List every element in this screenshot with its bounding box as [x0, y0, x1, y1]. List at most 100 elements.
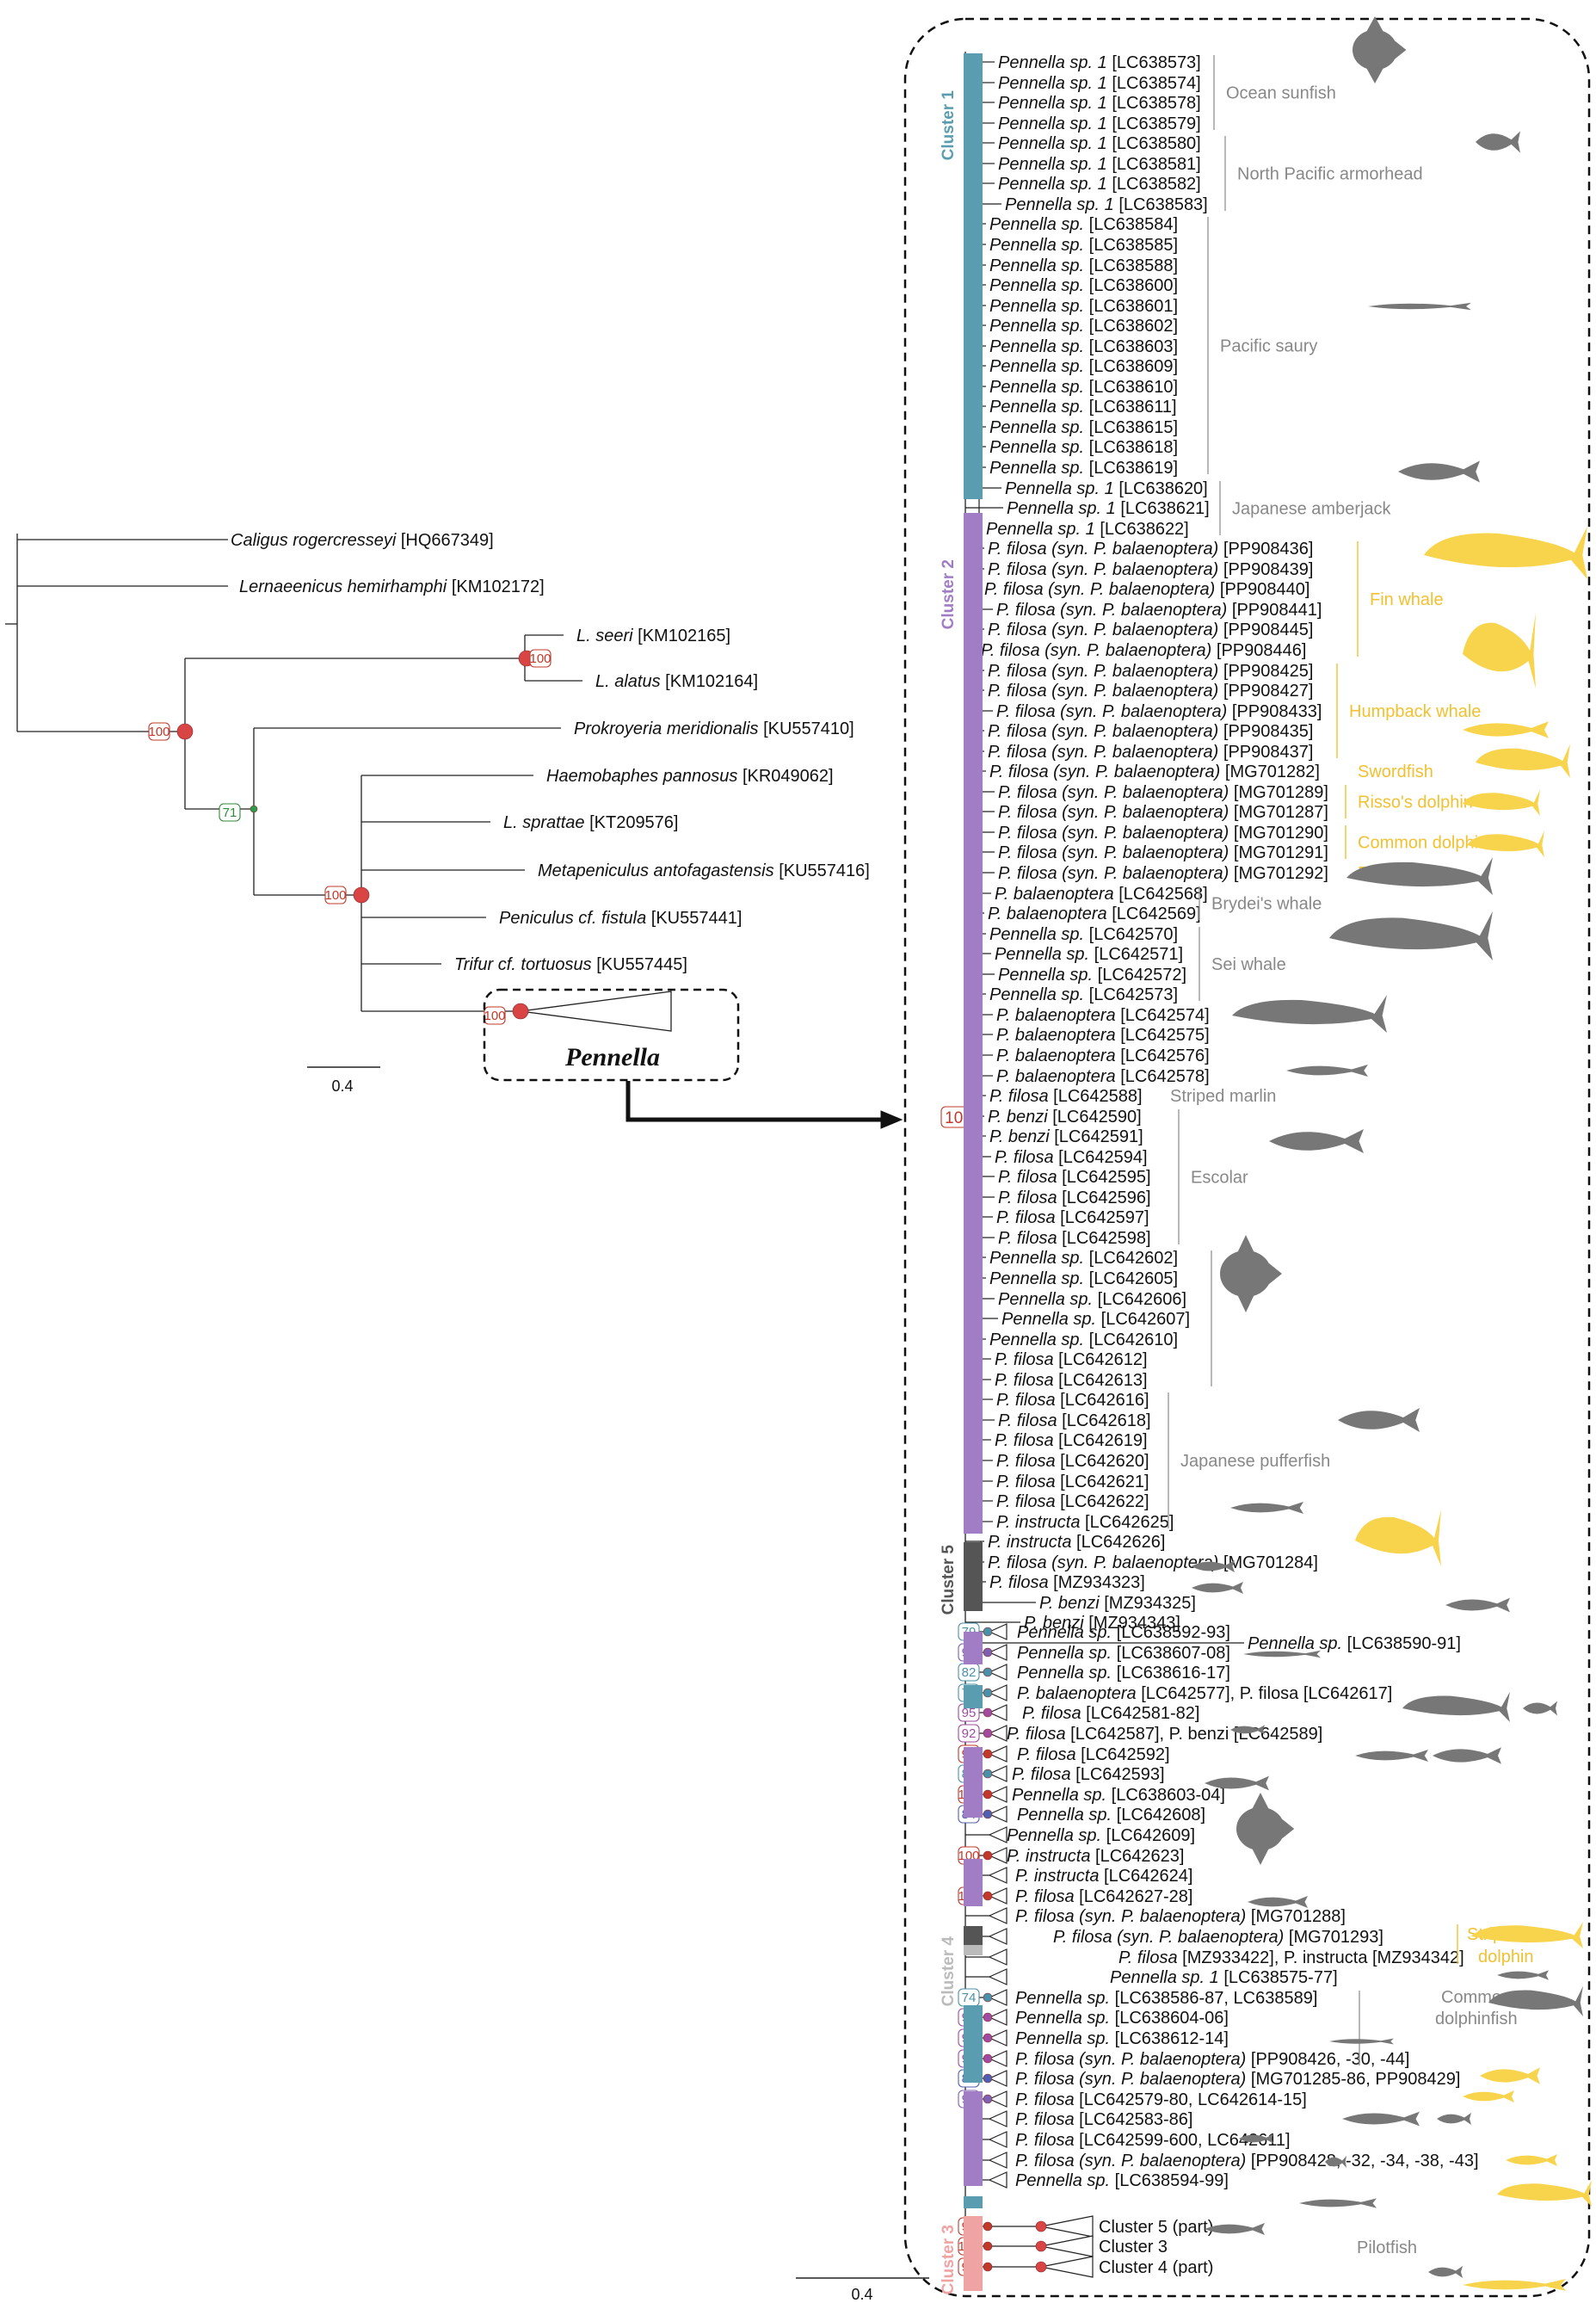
cluster-mini-bar: [964, 1747, 983, 1818]
node-dot: [983, 1789, 993, 1800]
tip-haemobaphes: Haemobaphes pannosus [KR049062]: [546, 767, 834, 786]
tip-species: P. filosa (syn. P. balaenoptera): [996, 601, 1227, 620]
tip-accession: [LC638616-17]: [1112, 1664, 1230, 1682]
tip-label: Pennella sp. [LC642602]: [989, 1249, 1178, 1268]
tip-label: Pennella sp. 1 [LC638581]: [998, 155, 1201, 174]
whale-silhouette: [1497, 2180, 1592, 2207]
tip-label: P. filosa [LC642579-80, LC642614-15]: [1015, 2090, 1307, 2109]
amberjack-silhouette: [1398, 460, 1480, 483]
tip-label: Pennella sp. [LC638610]: [989, 378, 1178, 397]
bootstrap-pennella: 100: [484, 1009, 505, 1023]
tip-accession: [PP908439]: [1218, 560, 1313, 579]
tip-accession: [KM102165]: [638, 627, 730, 645]
cluster-mini-bar: [964, 1632, 983, 1664]
tip-trifur: Trifur cf. tortuosus [KU557445]: [454, 955, 687, 974]
right-dashed-box: [903, 17, 1591, 2298]
tip-accession: [LC642573]: [1084, 985, 1178, 1004]
collapsed-cluster-label: Cluster 4 (part): [1099, 2258, 1213, 2277]
tip-species: Pennella sp.: [1015, 2029, 1110, 2048]
tip-species: Pennella sp.: [989, 378, 1084, 397]
tip-species: Pennella sp.: [1017, 1664, 1112, 1682]
collapsed-subclade: [988, 1745, 1008, 1763]
tip-label: P. filosa [MZ933422], P. instructa [MZ93…: [1118, 1948, 1464, 1967]
marlin-silhouette: [1355, 1750, 1428, 1762]
tip-species: P. instructa: [996, 1513, 1080, 1532]
tip-species: P. filosa (syn. P. balaenoptera): [998, 864, 1229, 883]
tip-label: Pennella sp. [LC638604-06]: [1015, 2009, 1229, 2028]
tip-accession: [LC642588]: [1049, 1087, 1143, 1106]
scale-label: 0.4: [851, 2286, 872, 2303]
tip-label: P. balaenoptera [LC642575]: [996, 1026, 1210, 1045]
bootstrap-subclade: 95: [962, 1706, 977, 1720]
tip-species: Pennella sp. 1: [998, 114, 1107, 133]
tip-accession: Cluster 3: [1099, 2238, 1168, 2257]
tip-species: Pennella sp.: [995, 945, 1089, 964]
tip-accession: [LC638600]: [1084, 276, 1178, 295]
tip-species: Pennella sp.: [1001, 1310, 1096, 1329]
tip-species: P. filosa: [996, 1208, 1056, 1227]
tip-label: Pennella sp. 1 [LC638580]: [998, 134, 1201, 153]
tip-species: Pennella sp.: [989, 459, 1084, 478]
tip-accession: [LC642618]: [1057, 1411, 1151, 1430]
tip-accession: [LC638621]: [1116, 499, 1210, 518]
tip-accession: [LC642625]: [1080, 1513, 1174, 1532]
tip-accession: [LC642623]: [1090, 1847, 1184, 1866]
node-dot: [1035, 2240, 1047, 2252]
tip-species: P. filosa (syn. P. balaenoptera): [998, 783, 1229, 802]
tip-species: P. filosa (syn. P. balaenoptera): [998, 843, 1229, 862]
tip-label: Pennella sp. [LC638601]: [989, 297, 1178, 316]
bootstrap-71: 71: [223, 806, 237, 820]
tip-species: P. filosa (syn. P. balaenoptera): [988, 722, 1218, 741]
node-dot: [983, 2094, 993, 2104]
pennella-dashed-box: [483, 988, 740, 1082]
tip-species: Pennella sp.: [989, 256, 1084, 275]
tip-species: P. filosa: [995, 1350, 1054, 1369]
tip-accession: [LC642594]: [1054, 1148, 1148, 1167]
tip-accession: [LC642608]: [1112, 1806, 1205, 1824]
whale-silhouette: [1471, 1922, 1583, 1948]
host-label: Humpback whale: [1349, 702, 1481, 721]
node-dot: [983, 1627, 993, 1637]
tip-accession: [LC642598]: [1057, 1229, 1151, 1248]
tip-species: Pennella sp.: [1012, 1786, 1106, 1805]
tip-species: Pennella sp. 1: [998, 175, 1107, 194]
sunfish-tail: [1282, 1818, 1295, 1839]
tip-accession: [LC638573]: [1107, 53, 1201, 72]
collapsed-subclade: [988, 1989, 1008, 2006]
tip-species: P. filosa (syn. P. balaenoptera): [998, 824, 1229, 843]
tip-species: P. instructa: [988, 1533, 1071, 1552]
node-dot: [983, 2012, 993, 2022]
fish-silhouette: [1192, 1560, 1235, 1572]
tip-accession: [LC638612-14]: [1110, 2029, 1229, 2048]
escolar-silhouette: [1433, 1747, 1501, 1764]
tip-caligus: Caligus rogercresseyi [HQ667349]: [231, 531, 494, 550]
tip-species: Pennella sp.: [998, 1290, 1093, 1309]
tip-accession: [LC642612]: [1054, 1350, 1148, 1369]
tip-label: P. filosa [LC642587], P. benzi [LC642589…: [1007, 1725, 1322, 1744]
tip-species: Metapeniculus antofagastensis: [538, 861, 774, 880]
tip-accession: [LC638594-99]: [1110, 2171, 1229, 2190]
bootstrap-lernaeocera: 100: [529, 651, 551, 666]
tip-label: Pennella sp. [LC638600]: [989, 276, 1178, 295]
tip-species: Pennella sp.: [989, 337, 1084, 356]
tip-label: Pennella sp. [LC638590-91]: [1248, 1634, 1461, 1653]
collapsed-cluster-triangle: [1040, 2235, 1094, 2257]
cluster-label: Cluster 4: [940, 1936, 958, 2007]
collapsed-cluster-label: Cluster 5 (part): [1099, 2218, 1213, 2237]
tip-species: P. benzi: [1039, 1594, 1100, 1613]
sunfish-fin: [1252, 1848, 1269, 1865]
tip-species: Caligus rogercresseyi: [231, 531, 397, 550]
tip-accession: [LC642627-28]: [1075, 1887, 1193, 1906]
pennella-label: Pennella: [564, 1043, 660, 1071]
fish-silhouette: [1230, 1725, 1265, 1735]
tip-accession: [LC642592]: [1076, 1745, 1170, 1764]
whale-silhouette: [1424, 526, 1587, 579]
tip-species: P. filosa (syn. P. balaenoptera): [1015, 2050, 1246, 2069]
connector-arrowhead: [880, 1110, 903, 1129]
node-dot: [983, 1769, 993, 1779]
tip-metapeniculus: Metapeniculus antofagastensis [KU557416]: [538, 861, 870, 880]
cluster-label: Cluster 3: [940, 2225, 958, 2294]
tip-species: P. balaenoptera: [1017, 1684, 1137, 1703]
tip-species: Pennella sp. 1: [1110, 1968, 1219, 1987]
bootstrap-subclade-box: [958, 1724, 980, 1743]
